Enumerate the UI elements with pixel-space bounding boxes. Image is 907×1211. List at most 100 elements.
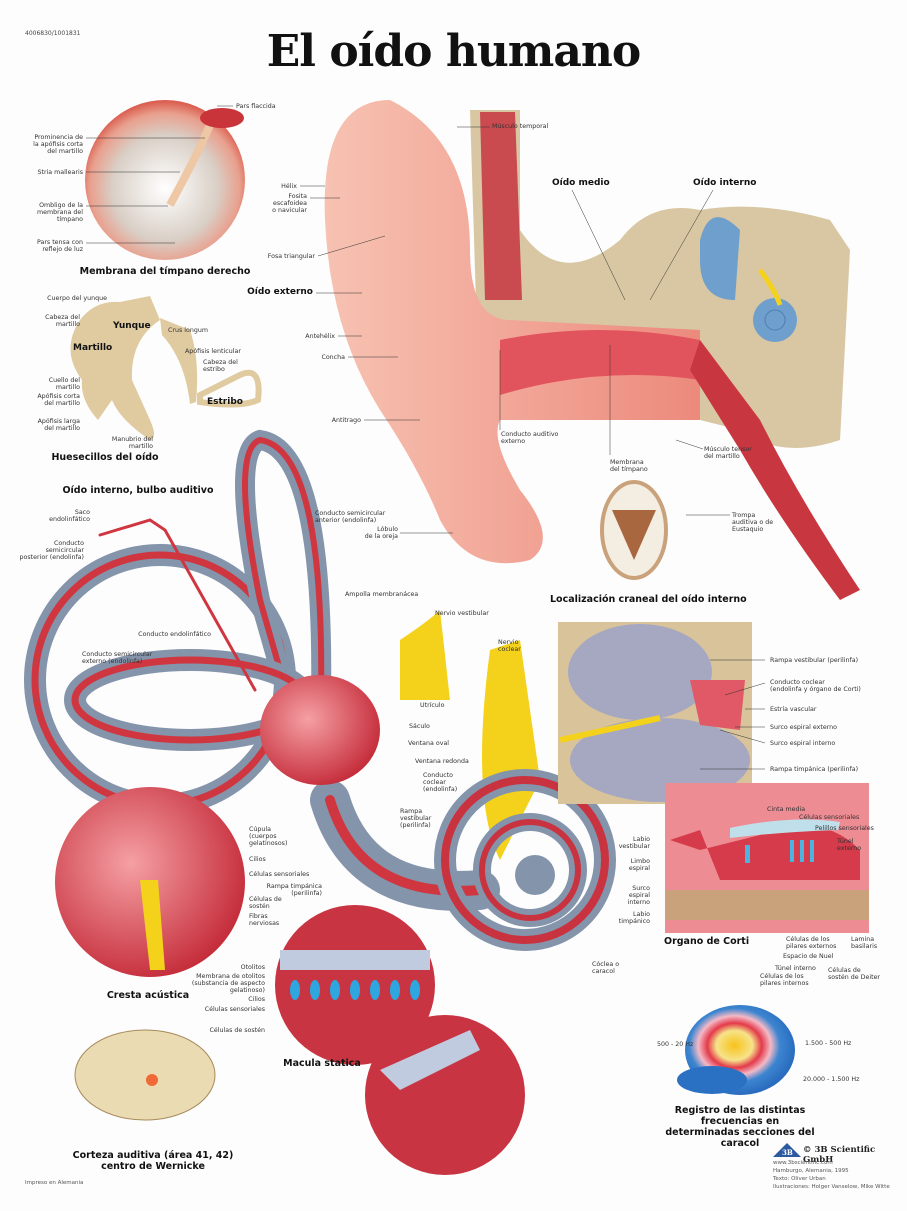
cranial-title: Localización craneal del oído interno xyxy=(550,594,747,605)
label-pars-flaccida: Pars flaccida xyxy=(236,103,276,110)
place-year: Hamburgo, Alemania, 1995 xyxy=(773,1168,849,1174)
label-trompa: Trompa auditiva o de Eustaquio xyxy=(732,512,774,533)
illustrators: Ilustraciones: Holger Vanselow, Mike Wit… xyxy=(773,1184,890,1190)
corti-title: Organo de Corti xyxy=(664,936,750,947)
outer-ear-illustration xyxy=(324,100,700,564)
label-surco-externo: Surco espiral externo xyxy=(770,724,838,731)
label-oido-externo: Oído externo xyxy=(247,287,313,297)
catalog-code: 4006830/1001831 xyxy=(25,30,81,37)
label-manubrio: Manubrio del martillo xyxy=(111,436,153,450)
label-concha: Concha xyxy=(321,354,345,361)
label-conducto-coclear-cs: Conducto coclear (endolinfa y órgano de … xyxy=(770,679,861,693)
label-freq-mid: 1.500 - 500 Hz xyxy=(805,1040,852,1047)
frequency-map-illustration xyxy=(677,1005,795,1095)
label-coclea: Cóclea o caracol xyxy=(592,961,620,975)
label-pars-tensa: Pars tensa con reflejo de luz xyxy=(36,239,83,253)
label-rampa-vestibular-ie: Rampa vestibular (perilinfa) xyxy=(400,808,432,829)
label-rampa-vestibular-cs: Rampa vestibular (perilinfa) xyxy=(770,657,859,664)
label-ampolla: Ampolla membranácea xyxy=(345,591,419,598)
label-cabeza-estribo: Cabeza del estribo xyxy=(203,359,238,373)
label-ombligo: Ombligo de la membrana del tímpano xyxy=(36,202,83,223)
cochlea-spiral-illustration xyxy=(434,769,616,951)
label-oido-medio: Oído medio xyxy=(552,178,610,188)
label-deiter: Células de sostén de Deiter xyxy=(828,967,881,981)
3b-logo-icon: 3B xyxy=(773,1143,801,1157)
label-antitrago: Antitrago xyxy=(331,417,361,424)
label-rampa-timpanica-cs: Rampa timpánica (perilinfa) xyxy=(770,766,859,773)
label-lobulo: Lóbulo de la oreja xyxy=(364,526,398,540)
label-cuerpo-yunque: Cuerpo del yunque xyxy=(47,295,107,302)
label-limbo: Limbo espiral xyxy=(628,858,650,872)
label-celulas-sosten-macula: Células de sostén xyxy=(209,1027,265,1034)
label-cabeza-martillo: Cabeza del martillo xyxy=(45,314,80,328)
label-cinta-media: Cinta media xyxy=(767,806,806,813)
label-lamina: Lamina basilaris xyxy=(851,936,878,950)
label-nervio-vestibular: Nervio vestibular xyxy=(435,610,489,617)
label-antehelix: Antehélix xyxy=(305,333,335,340)
label-cuello-martillo: Cuello del martillo xyxy=(48,377,80,391)
label-cilios-cresta: Cilios xyxy=(249,856,266,863)
label-conducto-auditivo: Conducto auditivo externo xyxy=(501,431,559,445)
label-labio-vestibular: Labio vestibular xyxy=(618,836,650,850)
label-fosita: Fosita escafoidea o navicular xyxy=(272,193,307,214)
label-stria: Stria mallearis xyxy=(37,169,83,176)
macula-title: Macula statica xyxy=(283,1058,361,1069)
label-fosa-triangular: Fosa triangular xyxy=(267,253,315,260)
leader-lines xyxy=(86,105,766,770)
brain-illustration xyxy=(74,1029,216,1121)
label-celulas-sosten-cresta: Células de sostén xyxy=(249,896,282,910)
label-membrana-otolitos: Membrana de otolitos (substancia de aspe… xyxy=(191,973,265,994)
label-utriculo: Utrículo xyxy=(420,702,445,709)
label-tunel-interno: Túnel interno xyxy=(775,965,816,972)
label-nervio-coclear: Nervio coclear xyxy=(498,639,521,653)
label-helix: Hélix xyxy=(281,183,297,190)
label-labio-timpanico: Labio timpánico xyxy=(618,911,650,925)
label-cs-externo: Conducto semicircular externo (endolinfa… xyxy=(82,651,153,665)
label-surco-interno-corti: Surco espiral interno xyxy=(627,885,650,906)
label-apofisis-corta: Apófisis corta del martillo xyxy=(37,393,80,407)
frequency-title: Registro de las distintas frecuencias en… xyxy=(665,1105,815,1149)
label-apofisis-lenticular: Apófisis lenticular xyxy=(185,348,241,355)
label-freq-high: 20.000 - 1.500 Hz xyxy=(803,1076,860,1083)
label-yunque: Yunque xyxy=(113,321,151,331)
label-crus-longum: Crus longum xyxy=(168,327,208,334)
page-title: El oído humano xyxy=(266,26,641,77)
label-ventana-oval: Ventana oval xyxy=(408,740,450,747)
label-nuel: Espacio de Nuel xyxy=(783,953,834,960)
label-ventana-redonda: Ventana redonda xyxy=(415,758,469,765)
label-tunel-externo: Túnel externo xyxy=(837,838,862,852)
label-saculo: Sáculo xyxy=(409,723,430,730)
label-cilios-macula: Cilios xyxy=(248,996,265,1003)
label-pilares-externos: Células de los pilares externos xyxy=(786,936,837,950)
printed-in-note: Impreso en Alemania xyxy=(25,1180,84,1186)
label-freq-low: 500 - 20 Hz xyxy=(657,1041,694,1048)
label-prominencia: Prominencia de la apófisis corta del mar… xyxy=(33,134,83,155)
label-cs-anterior: Conducto semicircular anterior (endolinf… xyxy=(315,510,386,524)
label-musculo-tensor: Músculo tensor del martillo xyxy=(704,446,752,460)
website: www.3bscientific.com xyxy=(773,1160,833,1166)
brand: © 3B Scientific GmbH xyxy=(803,1145,876,1165)
label-celulas-sensoriales-cresta: Células sensoriales xyxy=(249,871,310,878)
ossicles-title: Huesecillos del oído xyxy=(51,452,159,463)
label-membrana-timpano: Membrana del tímpano xyxy=(610,459,648,473)
label-surco-interno-cs: Surco espiral interno xyxy=(770,740,836,747)
label-conducto-coclear-ie: Conducto coclear (endolinfa) xyxy=(423,772,458,793)
label-conducto-endolinfatico: Conducto endolinfático xyxy=(138,631,211,638)
label-otolitos: Otolitos xyxy=(240,964,265,971)
label-estribo: Estribo xyxy=(207,397,243,407)
label-celulas-sensoriales-macula: Células sensoriales xyxy=(204,1006,265,1013)
label-martillo: Martillo xyxy=(73,343,113,353)
label-pilares-internos: Células de los pilares internos xyxy=(760,973,809,987)
label-oido-interno: Oído interno xyxy=(693,178,757,188)
label-rampa-timpanica-ie: Rampa timpánica (perilinfa) xyxy=(266,883,322,897)
label-apofisis-larga: Apófisis larga del martillo xyxy=(37,418,80,432)
logo-text: 3B xyxy=(782,1148,793,1157)
label-celulas-sensoriales-corti: Células sensoriales xyxy=(799,814,860,821)
label-musculo-temporal: Músculo temporal xyxy=(492,123,549,130)
tympanum-title: Membrana del tímpano derecho xyxy=(79,266,251,277)
label-cs-posterior: Conducto semicircular posterior (endolin… xyxy=(19,540,84,561)
ossicles-illustration xyxy=(70,296,262,440)
label-saco: Saco endolinfático xyxy=(49,509,90,523)
